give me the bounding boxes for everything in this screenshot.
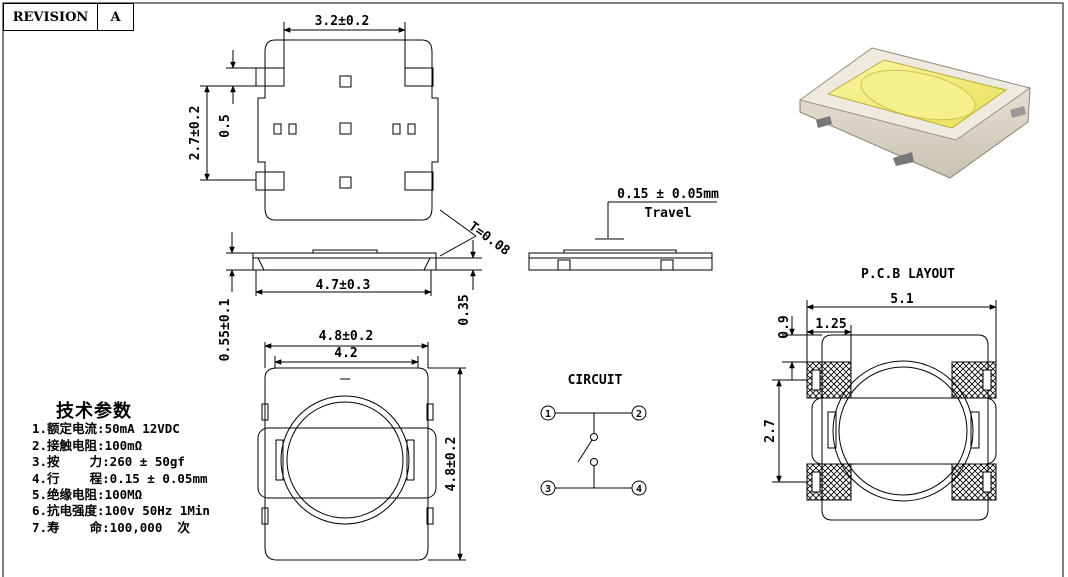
side-actuator: [312, 249, 378, 254]
bottom-dome: [280, 395, 410, 525]
pcb-pitch-dim: 2.7: [763, 419, 778, 442]
spec-block: 技术参数 1.额定电流:50mA 12VDC 2.接触电阻:100mΩ 3.按 …: [32, 401, 210, 536]
spec-title: 技术参数: [56, 401, 132, 422]
pcb-top-dim: 0.9: [777, 315, 792, 338]
side-step-dim: 0.35: [457, 294, 472, 325]
top-view-outline: [257, 39, 439, 221]
top-mark: [339, 176, 352, 189]
pin-1: [540, 405, 556, 421]
pin-4: [631, 480, 647, 496]
revision-label: REVISION: [3, 3, 98, 31]
side-height-dim: 0.55±0.1: [218, 299, 233, 362]
spec-item: 5.绝缘电阻:100MΩ: [32, 487, 143, 503]
top-pad-tl: [255, 67, 285, 87]
spec-item: 6.抗电强度:100v 50Hz 1Min: [32, 503, 210, 519]
top-pad-tr: [404, 67, 434, 87]
pin-2-label: 2: [636, 409, 642, 420]
revision-value: A: [97, 3, 134, 31]
iso-render: [798, 47, 1032, 179]
travel-label: Travel: [645, 206, 692, 221]
bottom-view: [257, 342, 466, 561]
top-width-dim: 3.2±0.2: [315, 14, 370, 29]
pin-1-label: 1: [545, 409, 551, 420]
pin-4-label: 4: [636, 484, 642, 495]
top-pad-bl: [255, 171, 285, 191]
top-mark: [407, 123, 416, 135]
travel-body: [528, 252, 713, 271]
top-mark: [392, 123, 401, 135]
pcb-pad-dim: 1.25: [815, 317, 846, 332]
spec-item: 1.额定电流:50mA 12VDC: [32, 421, 180, 437]
pin-3-label: 3: [545, 484, 551, 495]
bottom-inner-width: 4.2: [334, 346, 357, 361]
bottom-outline: [264, 367, 429, 561]
bottom-height: 4.8±0.2: [444, 437, 459, 492]
top-height-dim: 2.7±0.2: [188, 106, 203, 161]
side-length-dim: 4.7±0.3: [316, 278, 371, 293]
spec-item: 3.按 力:260 ± 50gf: [32, 454, 185, 470]
circuit-diagram: [540, 405, 647, 496]
circuit-title: CIRCUIT: [568, 373, 623, 388]
spec-item: 7.寿 命:100,000 次: [32, 519, 190, 535]
pcb-width-dim: 5.1: [890, 292, 914, 307]
side-body: [252, 252, 437, 271]
top-mark: [273, 123, 282, 135]
travel-view: [528, 201, 717, 271]
top-pad-br: [404, 171, 434, 191]
spec-item: 2.接触电阻:100mΩ: [32, 437, 143, 453]
top-view: [200, 22, 439, 221]
side-view: [226, 209, 482, 296]
bottom-outer-width: 4.8±0.2: [319, 329, 374, 344]
pin-3: [540, 480, 556, 496]
pin-2: [631, 405, 647, 421]
top-mark: [288, 123, 297, 135]
top-mark: [339, 75, 352, 88]
pcb-title: P.C.B LAYOUT: [861, 267, 955, 282]
pcb-layout: [772, 300, 997, 521]
spec-item: 4.行 程:0.15 ± 0.05mm: [32, 470, 208, 486]
top-mark: [339, 122, 352, 135]
travel-value: 0.15 ± 0.05mm: [617, 187, 719, 202]
top-pad-dim: 0.5: [218, 114, 233, 137]
